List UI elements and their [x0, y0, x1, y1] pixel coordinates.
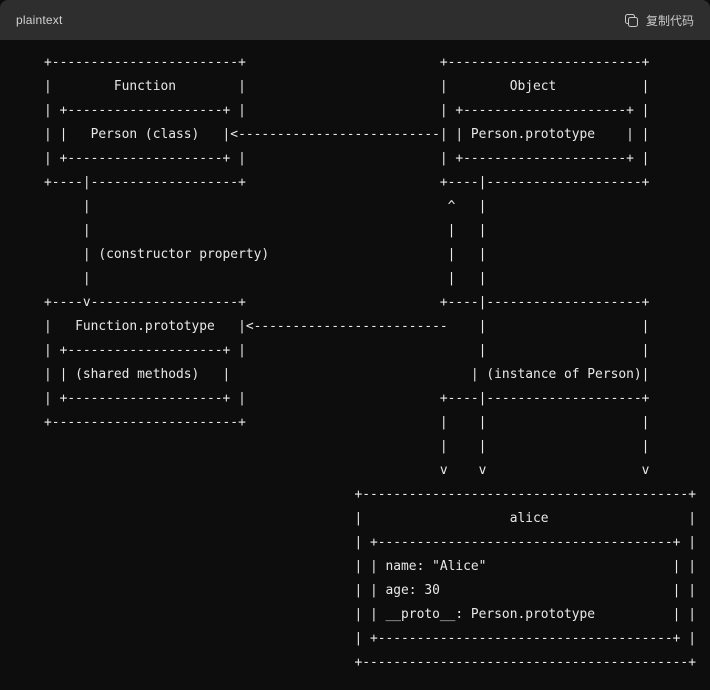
- copy-icon: [625, 13, 639, 27]
- language-label: plaintext: [16, 13, 63, 27]
- ascii-prototype-diagram: +------------------------+ +------------…: [0, 40, 710, 690]
- copy-code-button[interactable]: 复制代码: [625, 8, 694, 33]
- code-header: plaintext 复制代码: [0, 0, 710, 40]
- copy-button-label: 复制代码: [645, 13, 694, 28]
